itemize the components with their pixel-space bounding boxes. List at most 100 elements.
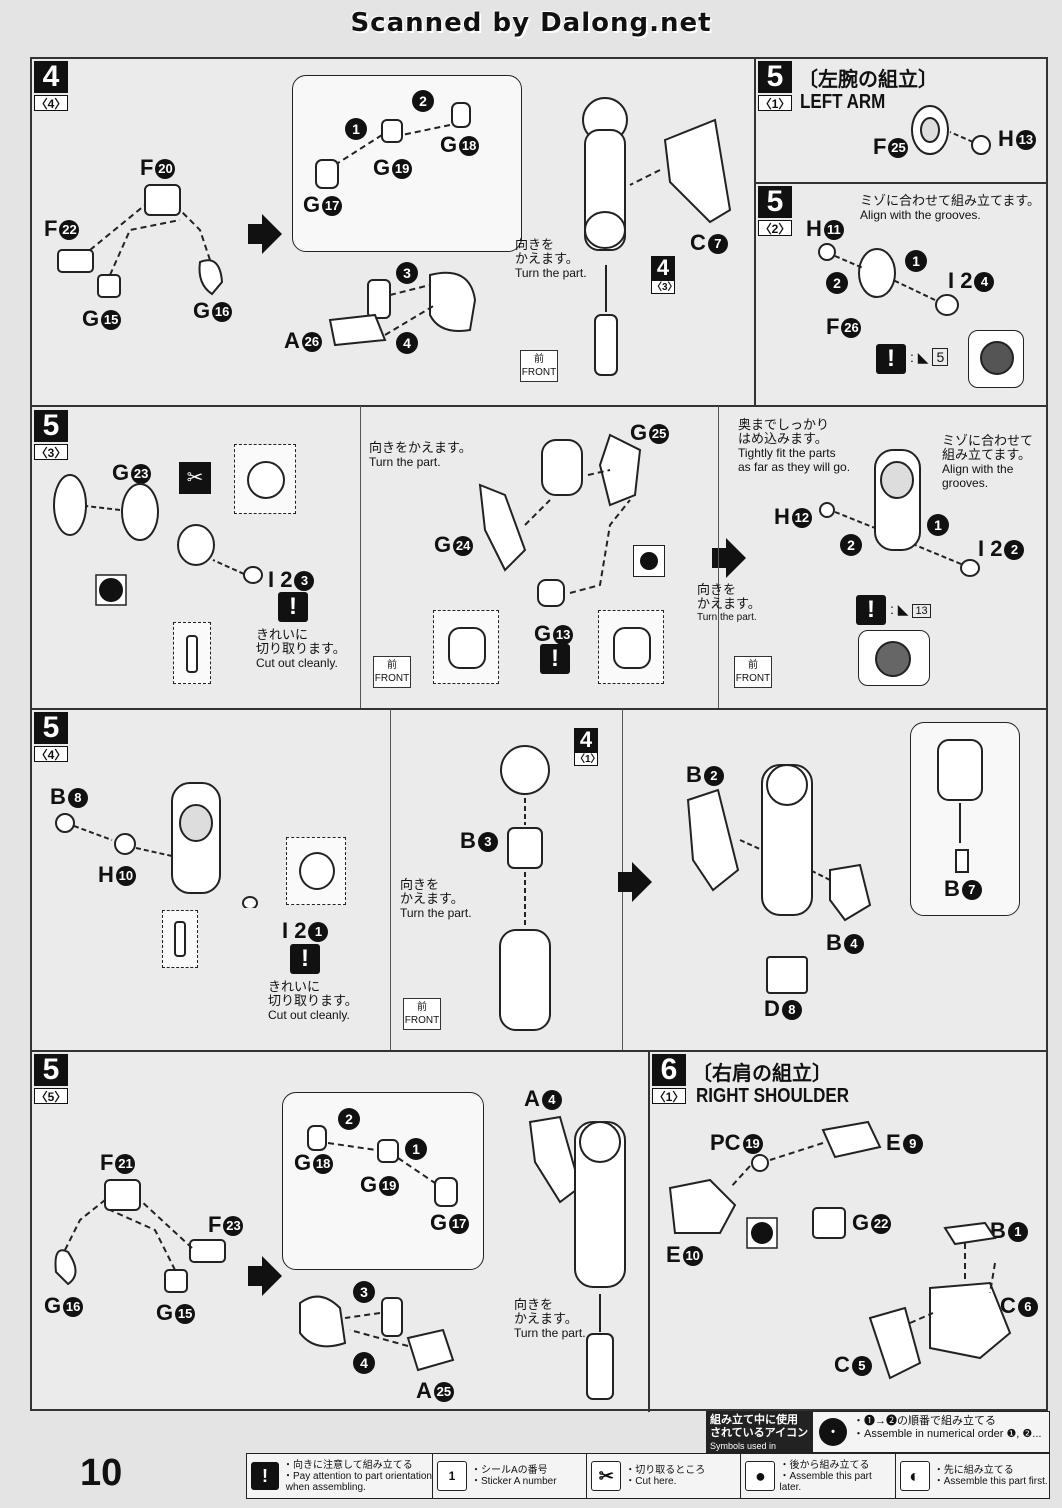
- divider: [390, 709, 391, 1050]
- order-marker: 4: [353, 1352, 375, 1374]
- reference-substep: 〈1〉: [574, 752, 601, 766]
- parts-diagram: [57, 184, 224, 298]
- section-title-jp: 〔右肩の組立〕: [692, 1063, 832, 1085]
- step-number: 6: [652, 1054, 686, 1086]
- order-marker: 2: [840, 534, 862, 556]
- order-marker: 1: [905, 250, 927, 272]
- substep-number: 〈3〉: [34, 444, 68, 460]
- arm-assembly-diagram: [528, 1115, 626, 1400]
- legend-item-first: ◐ ・先に組み立てる・Assemble this part first.: [896, 1454, 1049, 1498]
- substep-number: 〈4〉: [34, 95, 68, 111]
- detail-callout: [162, 910, 198, 968]
- caution-icon: !: [251, 1462, 279, 1490]
- numerical-order-legend: • ・❶→❷の順番で組み立てる ・Assemble in numerical o…: [812, 1411, 1050, 1453]
- part-detail-icon: [980, 341, 1014, 375]
- cut-note: きれいに 切り取ります。Cut out cleanly.: [256, 627, 346, 671]
- detail-inset: [968, 330, 1024, 388]
- turn-note: 向きを かえます。Turn the part.: [697, 582, 761, 624]
- detail-inset: [858, 630, 930, 686]
- part-detail-icon: [186, 635, 198, 673]
- detail-callout: [433, 610, 499, 684]
- order-marker: 1: [927, 514, 949, 536]
- legend-item-sticker: 1 ・シールAの番号・Sticker A number: [433, 1454, 588, 1498]
- order-marker: 4: [396, 332, 418, 354]
- next-arrow: [712, 538, 746, 578]
- order-marker: 2: [412, 90, 434, 112]
- fit-note: 奥までしっかり はめ込みます。Tightly fit the parts as …: [738, 417, 851, 475]
- divider: [30, 708, 1048, 710]
- step-number: 4: [34, 61, 68, 93]
- order-marker: 3: [353, 1281, 375, 1303]
- scissors-icon: ✂: [591, 1461, 622, 1491]
- order-marker: 3: [396, 262, 418, 284]
- insert-arrow: [959, 803, 961, 843]
- parts-diagram: [911, 105, 991, 155]
- sticker-ref: : ◣ 5: [910, 348, 949, 366]
- order-icon: •: [819, 1418, 847, 1446]
- page-number: 10: [80, 1452, 123, 1494]
- caution-icon: !: [278, 592, 308, 622]
- cut-icon: ✂: [179, 462, 211, 494]
- part-detail-icon: [247, 461, 285, 499]
- order-marker: 2: [338, 1108, 360, 1130]
- upper-arm-assembly-diagram: [499, 745, 551, 1031]
- step-number: 5: [758, 61, 792, 93]
- step-number: 5: [758, 186, 792, 218]
- parts-diagram: [54, 1179, 226, 1293]
- groove-note: ミゾに合わせて組み立てます。Align with the grooves.: [860, 193, 1041, 223]
- hand-assembly-diagram: [299, 1125, 458, 1372]
- assemble-later-icon: [633, 545, 665, 577]
- substep-number: 〈1〉: [652, 1088, 686, 1104]
- hand-assembly-diagram: [315, 102, 477, 347]
- reference-step: 4: [574, 728, 598, 752]
- turn-note: 向きを かえます。Turn the part.: [515, 237, 587, 281]
- next-arrow: [248, 214, 282, 254]
- reference-step: 4: [651, 256, 675, 280]
- section-title-en: LEFT ARM: [800, 91, 886, 113]
- caution-icon: !: [290, 944, 320, 974]
- divider: [30, 405, 1048, 407]
- part-detail-icon: [613, 627, 651, 669]
- divider: [360, 406, 361, 708]
- caution-icon: !: [856, 595, 886, 625]
- turn-note: 向きをかえます。Turn the part.: [369, 440, 472, 470]
- step-number: 5: [34, 1054, 68, 1086]
- icon-legend: ! ・向きに注意して組み立てる・Pay attention to part or…: [246, 1453, 1050, 1499]
- sticker-icon: 1: [436, 1461, 467, 1491]
- forearm-assembly-diagram: [819, 449, 980, 577]
- substep-number: 〈1〉: [758, 95, 792, 111]
- part-detail-icon: [174, 921, 186, 957]
- caution-icon: !: [876, 344, 906, 374]
- substep-number: 〈2〉: [758, 220, 792, 236]
